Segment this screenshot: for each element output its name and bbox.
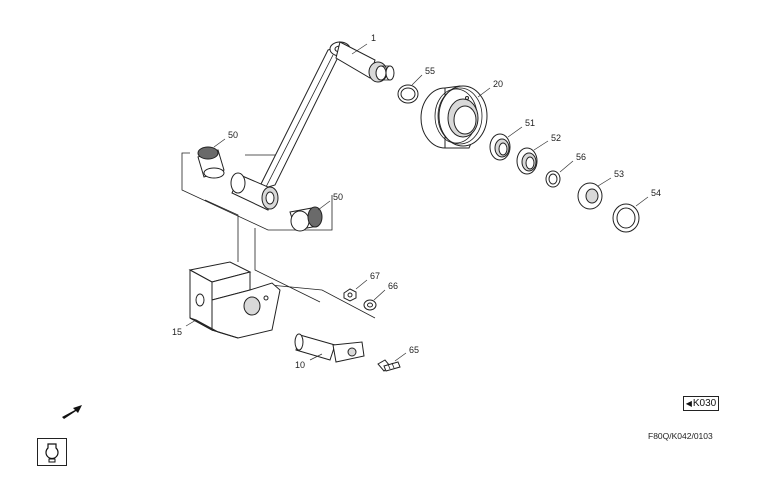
left-arrow-icon: ◀ xyxy=(685,399,692,408)
callout-67: 67 xyxy=(370,271,380,281)
part-56-circlip xyxy=(545,170,561,188)
callout-20: 20 xyxy=(493,79,503,89)
part-67-nut xyxy=(343,288,357,302)
machine-front-view-icon xyxy=(37,438,67,466)
callout-65: 65 xyxy=(409,345,419,355)
part-10-pivot-pin xyxy=(294,333,365,363)
part-54-seal-ring xyxy=(612,203,640,233)
part-20-idler-roller xyxy=(420,85,488,149)
callout-66: 66 xyxy=(388,281,398,291)
drawing-code: F80Q/K042/0103 xyxy=(648,431,713,441)
part-53-cover-cap xyxy=(577,182,603,210)
callout-labels: 1 55 20 51 52 56 53 54 50 50 67 66 15 10… xyxy=(172,33,661,370)
part-66-washer xyxy=(363,299,377,311)
callout-53: 53 xyxy=(614,169,624,179)
part-51-bearing xyxy=(489,133,511,161)
part-65-bolt xyxy=(377,359,401,372)
callout-50-lower: 50 xyxy=(333,192,343,202)
callout-1: 1 xyxy=(371,33,376,43)
callout-10: 10 xyxy=(295,360,305,370)
part-50-bushing-upper xyxy=(197,146,225,179)
part-52-bearing xyxy=(516,147,538,175)
callout-leaders xyxy=(185,43,649,362)
arrow-up-right-icon xyxy=(62,405,82,419)
callout-55: 55 xyxy=(425,66,435,76)
callout-54: 54 xyxy=(651,188,661,198)
alignment-lines xyxy=(181,152,376,319)
part-50-bushing-lower xyxy=(289,206,323,232)
part-55-snap-ring xyxy=(397,84,419,104)
reference-link-k030[interactable]: ◀ K030 xyxy=(683,396,719,411)
callout-50-upper: 50 xyxy=(228,130,238,140)
reference-label: K030 xyxy=(692,398,717,409)
callout-52: 52 xyxy=(551,133,561,143)
callout-15: 15 xyxy=(172,327,182,337)
callout-56: 56 xyxy=(576,152,586,162)
callout-51: 51 xyxy=(525,118,535,128)
part-15-bracket xyxy=(188,261,281,339)
part-1-tension-arm xyxy=(230,41,395,211)
